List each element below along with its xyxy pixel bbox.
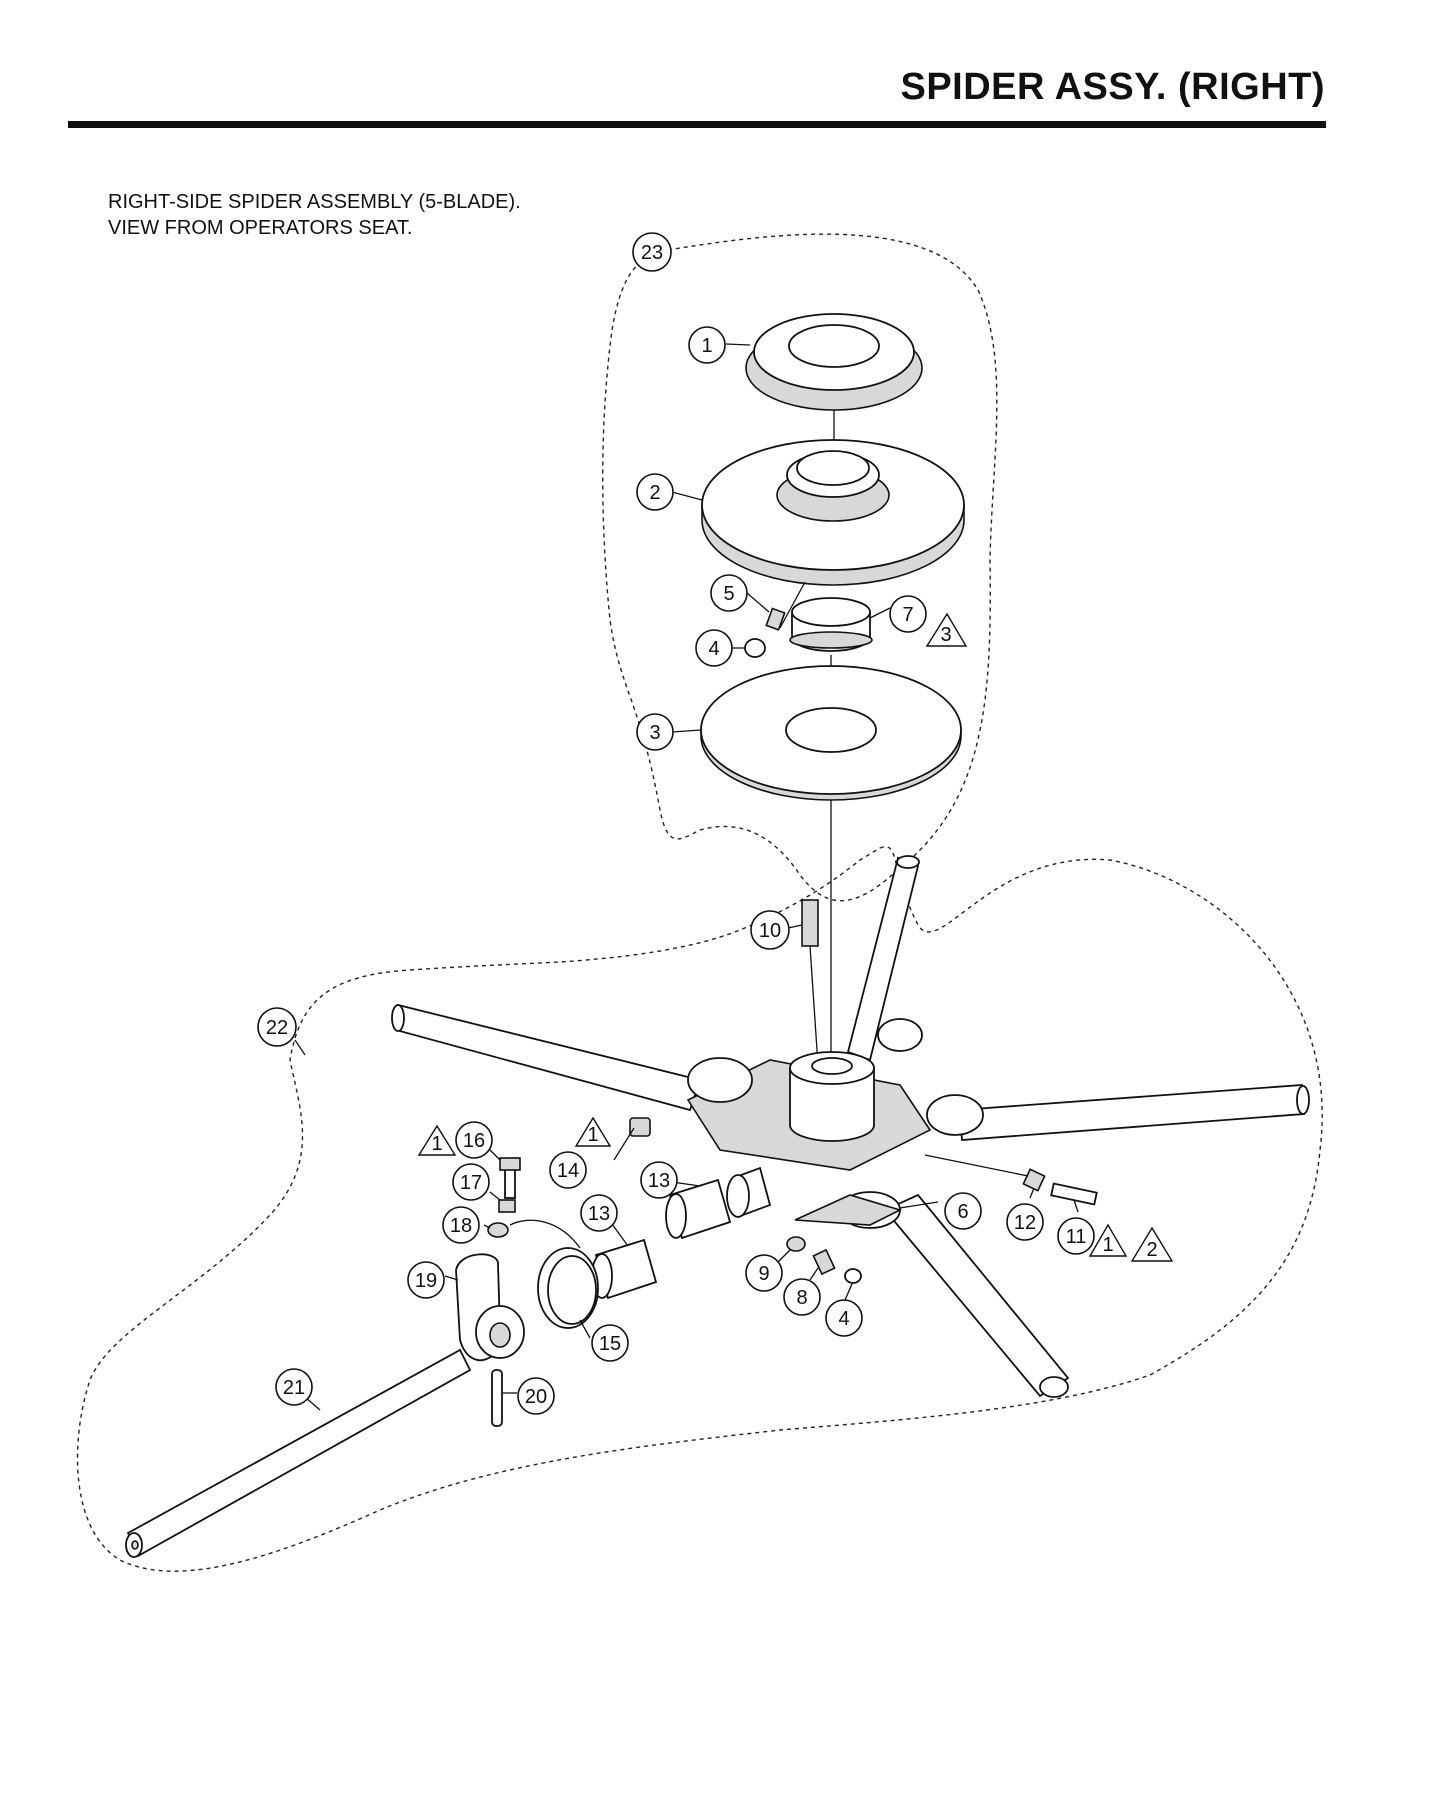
svg-text:15: 15: [599, 1333, 621, 1355]
svg-text:23: 23: [641, 242, 663, 264]
spider-hub: [686, 1018, 984, 1229]
part-13-sleeve-lower: [591, 1238, 658, 1300]
callout-14: 14: [549, 1151, 587, 1189]
spider-arm-right: [959, 1084, 1310, 1141]
svg-text:17: 17: [460, 1172, 482, 1194]
svg-text:8: 8: [796, 1287, 807, 1309]
spider-arm-left: [391, 1003, 702, 1112]
note-triangle-3: 3: [925, 612, 968, 647]
part-4-cap-lower: [844, 1268, 862, 1284]
svg-text:1: 1: [701, 335, 712, 357]
svg-text:3: 3: [940, 624, 951, 646]
part-10-key: [801, 899, 819, 947]
svg-text:7: 7: [902, 604, 913, 626]
svg-text:4: 4: [708, 638, 719, 660]
part-1-seal-ring: [745, 313, 923, 411]
part-21-shaft: [125, 1348, 472, 1558]
spider-arm-bottom-right: [883, 1193, 1070, 1398]
svg-text:13: 13: [648, 1170, 670, 1192]
note-triangle-1-part11: 1: [1088, 1223, 1128, 1257]
callout-23: 23: [632, 232, 672, 272]
part-14-nut: [629, 1117, 651, 1137]
part-18-washer: [487, 1222, 509, 1238]
callout-4-lower: 4: [825, 1299, 863, 1337]
svg-text:9: 9: [758, 1263, 769, 1285]
svg-text:10: 10: [759, 920, 781, 942]
part-2-disc-with-hub: [701, 439, 965, 586]
callout-13-upper: 13: [640, 1161, 678, 1199]
callout-9: 9: [745, 1254, 783, 1292]
callout-18: 18: [442, 1206, 480, 1244]
part-15-spring: [509, 1219, 599, 1329]
svg-text:11: 11: [1066, 1226, 1087, 1248]
title-divider: [68, 121, 1326, 128]
svg-text:13: 13: [588, 1203, 610, 1225]
svg-text:3: 3: [649, 722, 660, 744]
assembly-23-boundary: [602, 233, 998, 902]
assembly-description: RIGHT-SIDE SPIDER ASSEMBLY (5-BLADE).: [108, 191, 521, 213]
svg-text:20: 20: [525, 1386, 547, 1408]
svg-text:18: 18: [450, 1215, 472, 1237]
svg-text:16: 16: [463, 1130, 485, 1152]
assembly-22-boundary: [76, 846, 1323, 1572]
callout-8: 8: [783, 1278, 821, 1316]
part-7-bushing: [789, 597, 873, 652]
callout-20: 20: [517, 1377, 555, 1415]
part-19-clamp: [455, 1253, 525, 1361]
part-9-washer: [786, 1236, 806, 1252]
part-20-pin: [491, 1369, 503, 1427]
spider-arm-top: [846, 855, 920, 1062]
svg-text:14: 14: [557, 1160, 579, 1182]
part-5-grease-fitting: [765, 607, 786, 631]
callout-21: 21: [275, 1368, 313, 1406]
svg-text:2: 2: [649, 482, 660, 504]
svg-text:4: 4: [838, 1308, 849, 1330]
svg-text:21: 21: [283, 1377, 305, 1399]
svg-text:12: 12: [1014, 1212, 1036, 1234]
part-3-flat-plate: [700, 665, 962, 801]
note-triangle-2-part11: 2: [1130, 1226, 1174, 1262]
callout-22: 22: [257, 1007, 297, 1047]
callout-5: 5: [710, 574, 748, 612]
callout-7: 7: [889, 595, 927, 633]
part-12-nut: [1022, 1168, 1046, 1192]
callout-13-lower: 13: [580, 1194, 618, 1232]
callout-leaders: [294, 252, 1079, 1411]
callout-15: 15: [591, 1324, 629, 1362]
part-17-nut: [498, 1199, 516, 1213]
part-8-bolt: [812, 1248, 836, 1276]
svg-text:1: 1: [431, 1133, 442, 1155]
note-triangle-1-part14: 1: [574, 1116, 612, 1147]
callout-2: 2: [636, 473, 674, 511]
callout-17: 17: [452, 1163, 490, 1201]
part-4-cap: [744, 638, 766, 658]
part-13-sleeve-outer: [726, 1166, 772, 1218]
part-11-bolt: [1050, 1182, 1098, 1206]
callout-11: 11: [1057, 1217, 1095, 1255]
part-6-bracket: [794, 1194, 903, 1226]
svg-text:5: 5: [723, 583, 734, 605]
callout-12: 12: [1006, 1203, 1044, 1241]
part-13-sleeve-upper: [665, 1178, 732, 1240]
callout-16: 16: [455, 1121, 493, 1159]
svg-text:1: 1: [1102, 1234, 1113, 1256]
page-title: SPIDER ASSY. (RIGHT): [900, 66, 1325, 108]
svg-text:6: 6: [957, 1201, 968, 1223]
callout-1: 1: [688, 326, 726, 364]
svg-text:1: 1: [587, 1124, 598, 1146]
svg-text:2: 2: [1146, 1239, 1157, 1261]
part-16-bolt: [499, 1157, 521, 1199]
svg-text:22: 22: [266, 1017, 288, 1039]
callout-19: 19: [407, 1261, 445, 1299]
note-triangle-1-part16: 1: [417, 1124, 457, 1156]
callout-3: 3: [636, 713, 674, 751]
svg-text:19: 19: [415, 1270, 437, 1292]
view-note: VIEW FROM OPERATORS SEAT.: [108, 217, 413, 239]
callout-10: 10: [750, 910, 790, 950]
callout-6: 6: [944, 1192, 982, 1230]
callout-4-upper: 4: [695, 629, 733, 667]
